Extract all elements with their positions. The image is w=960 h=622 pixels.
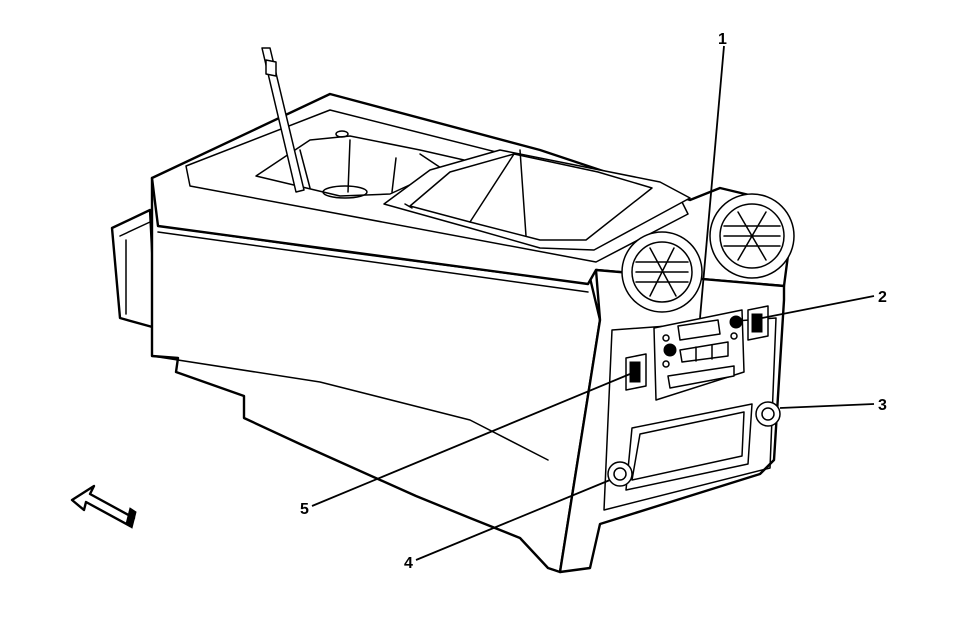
leader-lines xyxy=(311,45,875,561)
callout-3: 3 xyxy=(878,397,887,414)
callout-5: 5 xyxy=(300,501,309,518)
leader-3 xyxy=(779,403,875,409)
leader-4 xyxy=(415,479,611,561)
callout-2: 2 xyxy=(878,289,887,306)
leader-1 xyxy=(699,45,725,319)
leader-5 xyxy=(311,373,631,507)
side-bin xyxy=(110,208,158,330)
callout-4: 4 xyxy=(404,555,413,572)
leader-2 xyxy=(761,295,875,319)
callout-1: 1 xyxy=(718,31,727,48)
shift-rod xyxy=(261,47,305,193)
console-body xyxy=(150,92,792,574)
callouts: 1 2 3 4 5 xyxy=(300,31,887,572)
rear-panel xyxy=(558,193,795,574)
hollow-arrow-icon xyxy=(70,484,137,529)
